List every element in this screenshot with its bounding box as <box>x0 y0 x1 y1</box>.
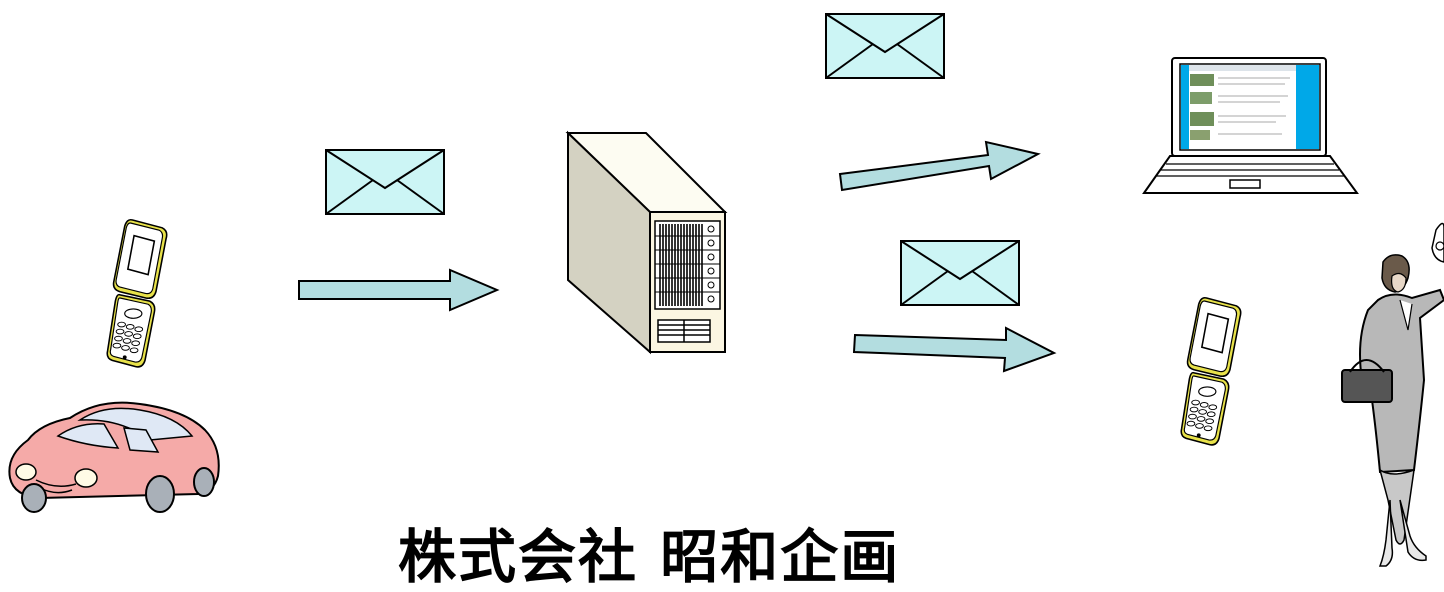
arrow-icon-to-server <box>298 268 500 312</box>
arrow-icon-to-phone <box>852 326 1057 373</box>
arrow-icon-to-laptop <box>838 140 1041 192</box>
sender-mobile-phone-icon <box>106 218 168 368</box>
server-icon <box>565 130 728 355</box>
car-icon <box>8 401 220 513</box>
businesswoman-icon <box>1341 222 1444 567</box>
mail-flow-diagram <box>8 13 1444 567</box>
company-name: 株式会社 昭和企画 <box>398 523 901 591</box>
envelope-icon-to-laptop <box>825 13 945 79</box>
envelope-icon-to-phone <box>900 240 1020 306</box>
receiver-mobile-phone-icon <box>1180 296 1242 446</box>
laptop-icon <box>1142 57 1359 194</box>
envelope-icon-outgoing <box>325 149 445 215</box>
